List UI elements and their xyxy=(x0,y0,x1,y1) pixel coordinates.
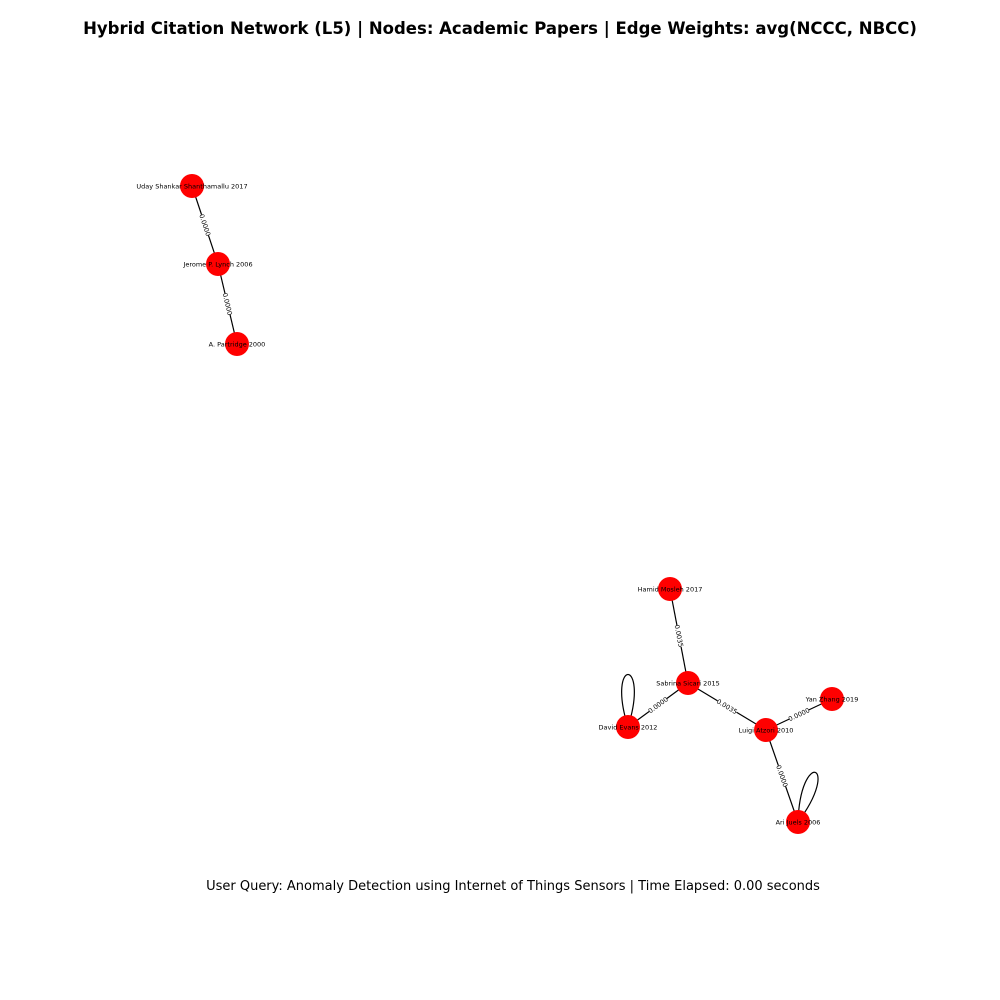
edge-weight-text: 0.0035 xyxy=(715,697,739,716)
edge-weight-label-bg xyxy=(787,706,811,723)
node-label-yan: Yan Zhang 2019 xyxy=(805,695,859,703)
edge-weight-label-bg xyxy=(646,695,670,715)
edge-weight-label-bg xyxy=(673,624,685,648)
edge-weight-label-bg xyxy=(221,292,234,316)
node-label-david: David Evans 2012 xyxy=(599,723,658,731)
node-yan xyxy=(820,687,844,711)
edge-weight-text: 0.0035 xyxy=(673,624,685,648)
node-label-partridge: A. Partridge 2000 xyxy=(209,340,266,348)
self-loop-ari xyxy=(797,771,819,823)
node-label-sabrina: Sabrina Sicari 2015 xyxy=(656,679,719,687)
node-sabrina xyxy=(676,671,700,695)
edge-weight-text: 0.0000 xyxy=(787,706,811,723)
node-label-uday: Uday Shankar Shanthamallu 2017 xyxy=(136,182,247,190)
edge-weight-label: 0.0000 xyxy=(646,695,670,715)
node-uday xyxy=(180,174,204,198)
edge-weight-label-bg xyxy=(715,697,739,716)
node-jerome xyxy=(206,252,230,276)
node-partridge xyxy=(225,332,249,356)
edge-weight-label: 0.0000 xyxy=(787,706,811,723)
node-ari xyxy=(786,810,810,834)
nodes-layer xyxy=(180,174,844,834)
edge-weight-label: 0.0000 xyxy=(197,213,213,237)
edge-weight-label-bg xyxy=(197,213,213,237)
edges-layer xyxy=(191,185,833,823)
edge-weight-text: 0.0000 xyxy=(197,213,212,237)
edge-weight-label: 0.0035 xyxy=(673,624,685,648)
edge-weight-text: 0.0000 xyxy=(221,292,234,316)
self-loop-david xyxy=(621,673,635,728)
edge-weight-text: 0.0000 xyxy=(774,764,789,788)
query-caption: User Query: Anomaly Detection using Inte… xyxy=(206,879,820,894)
edge-weight-label-bg xyxy=(774,764,790,788)
edge-weight-text: 0.0000 xyxy=(647,695,670,715)
node-label-hamid: Hamid Mosleh 2017 xyxy=(638,585,703,593)
node-hamid xyxy=(658,577,682,601)
self-loops-layer xyxy=(621,673,819,823)
node-david xyxy=(616,715,640,739)
node-luigi xyxy=(754,718,778,742)
edge-weight-label: 0.0035 xyxy=(715,697,739,716)
edge-labels-layer: 0.0000 0.0000 0.0035 0.0000 0.0035 0.0000 0.00… xyxy=(197,213,811,788)
figure-title: Hybrid Citation Network (L5) | Nodes: Ac… xyxy=(83,19,917,39)
edge-weight-label: 0.0000 xyxy=(774,764,790,788)
node-label-ari: Ari Juels 2006 xyxy=(776,818,821,826)
node-label-luigi: Luigi Atzori 2010 xyxy=(739,726,794,734)
edge-weight-label: 0.0000 xyxy=(221,292,234,316)
node-label-jerome: Jerome P. Lynch 2006 xyxy=(182,260,252,268)
